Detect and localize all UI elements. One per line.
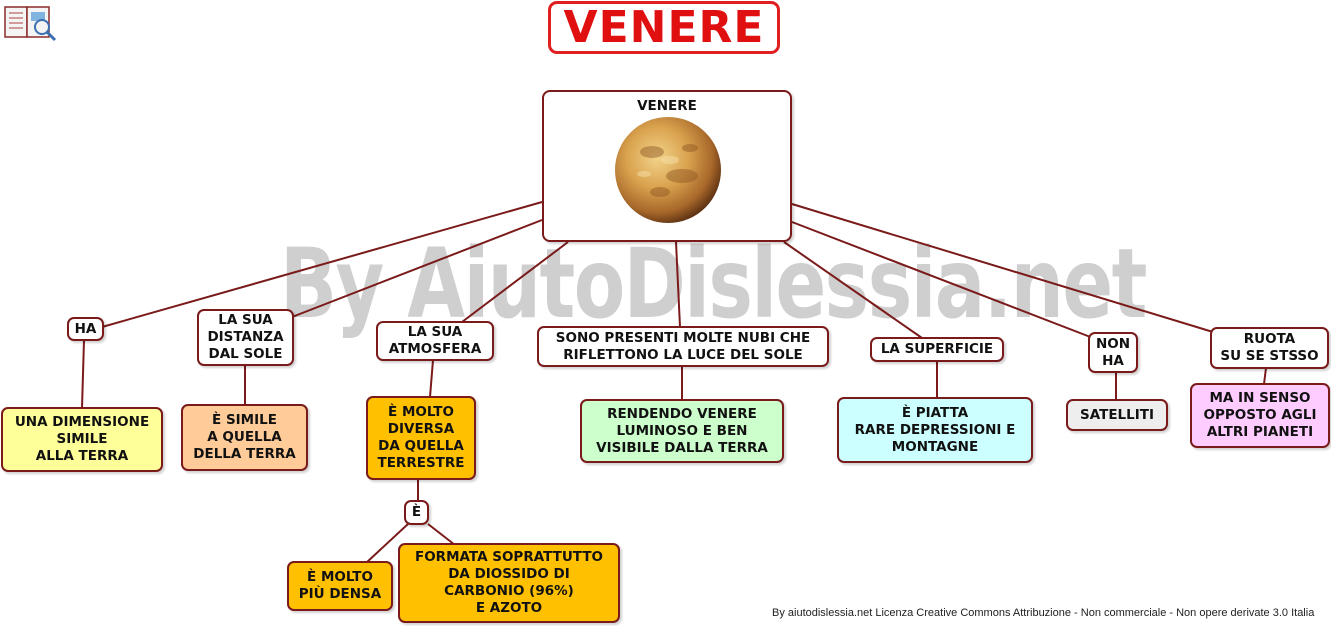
link-ruota: RUOTA SU SE STSSO: [1210, 327, 1329, 369]
detail-formata: FORMATA SOPRATTUTTO DA DIOSSIDO DI CARBO…: [398, 543, 620, 623]
center-node-label: VENERE: [637, 98, 697, 114]
detail-diversa: È MOLTO DIVERSA DA QUELLA TERRESTRE: [366, 396, 476, 480]
link-superficie: LA SUPERFICIE: [870, 337, 1004, 362]
detail-dimensione: UNA DIMENSIONE SIMILE ALLA TERRA: [1, 407, 163, 472]
link-distanza: LA SUA DISTANZA DAL SOLE: [197, 309, 294, 366]
link-ha: HA: [67, 317, 104, 341]
center-node: VENERE: [542, 90, 792, 242]
link-nubi: SONO PRESENTI MOLTE NUBI CHE RIFLETTONO …: [537, 326, 829, 367]
venus-planet-icon: [615, 117, 721, 223]
link-e: È: [404, 500, 429, 525]
book-magnifier-icon: [4, 6, 57, 42]
detail-luminoso: RENDENDO VENERE LUMINOSO E BEN VISIBILE …: [580, 399, 784, 463]
detail-simile: È SIMILE A QUELLA DELLA TERRA: [181, 404, 308, 471]
detail-senso: MA IN SENSO OPPOSTO AGLI ALTRI PIANETI: [1190, 383, 1330, 448]
detail-densa: È MOLTO PIÙ DENSA: [287, 561, 393, 611]
license-credit: By aiutodislessia.net Licenza Creative C…: [772, 607, 1315, 619]
page-title: VENERE: [548, 1, 780, 54]
link-atmosfera: LA SUA ATMOSFERA: [376, 321, 494, 361]
detail-piatta: È PIATTA RARE DEPRESSIONI E MONTAGNE: [837, 397, 1033, 463]
detail-satelliti: SATELLITI: [1066, 399, 1168, 431]
link-non-ha: NON HA: [1088, 332, 1138, 373]
